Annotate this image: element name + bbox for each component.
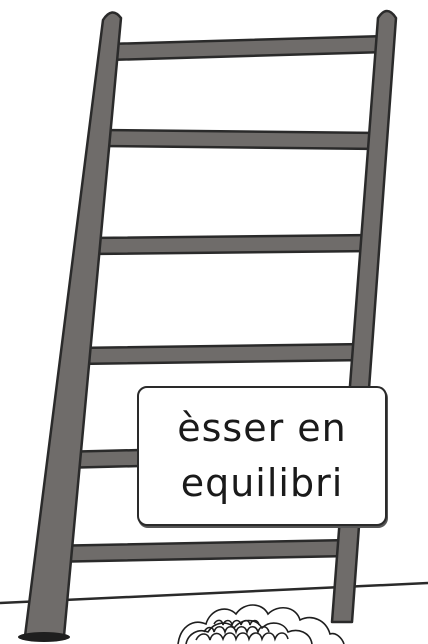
ladder-rung bbox=[72, 342, 370, 366]
ladder-rung bbox=[86, 233, 377, 256]
ladder-rung bbox=[43, 538, 352, 564]
ladder bbox=[23, 9, 398, 641]
caption-line-2: equilibri bbox=[180, 461, 344, 505]
floor-line bbox=[0, 581, 428, 605]
ladder-rung bbox=[98, 128, 383, 151]
ladder-right-rail bbox=[330, 9, 398, 624]
ladder-foot-shadow bbox=[18, 632, 70, 642]
ladder-rung bbox=[106, 34, 388, 62]
scribble-bush bbox=[177, 604, 345, 644]
caption-line-1: èsser en bbox=[177, 405, 347, 450]
caption-box: èsser en equilibri bbox=[137, 386, 387, 526]
